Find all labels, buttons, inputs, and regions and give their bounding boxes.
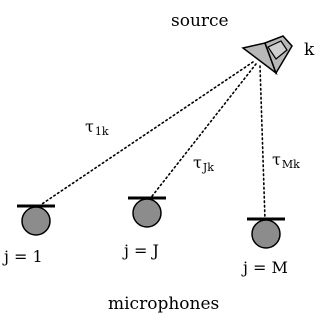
delay-label-m: τMk bbox=[272, 150, 300, 171]
microphone-label-j: j = J bbox=[124, 241, 159, 260]
path-line-1 bbox=[35, 61, 254, 209]
delay-label-j: τJk bbox=[193, 153, 214, 174]
delay-subscript-1: 1k bbox=[94, 125, 109, 138]
microphone-icon-m bbox=[247, 217, 285, 249]
path-line-m bbox=[259, 65, 266, 221]
source-label: source bbox=[171, 11, 229, 31]
microphone-icon-j bbox=[128, 196, 166, 228]
path-line-j bbox=[148, 63, 257, 201]
delay-symbol-1: τ bbox=[85, 117, 94, 136]
microphones-label: microphones bbox=[108, 294, 220, 314]
speaker-icon bbox=[241, 35, 293, 76]
delay-symbol-m: τ bbox=[272, 150, 281, 169]
delay-subscript-j: Jk bbox=[202, 161, 214, 174]
microphone-label-m: j = M bbox=[243, 258, 288, 277]
microphone-icon-1 bbox=[17, 204, 55, 236]
delay-subscript-m: Mk bbox=[281, 158, 300, 171]
source-index-label: k bbox=[304, 40, 315, 60]
delay-symbol-j: τ bbox=[193, 153, 202, 172]
delay-label-1: τ1k bbox=[85, 117, 109, 138]
microphone-label-1: j = 1 bbox=[4, 247, 43, 266]
